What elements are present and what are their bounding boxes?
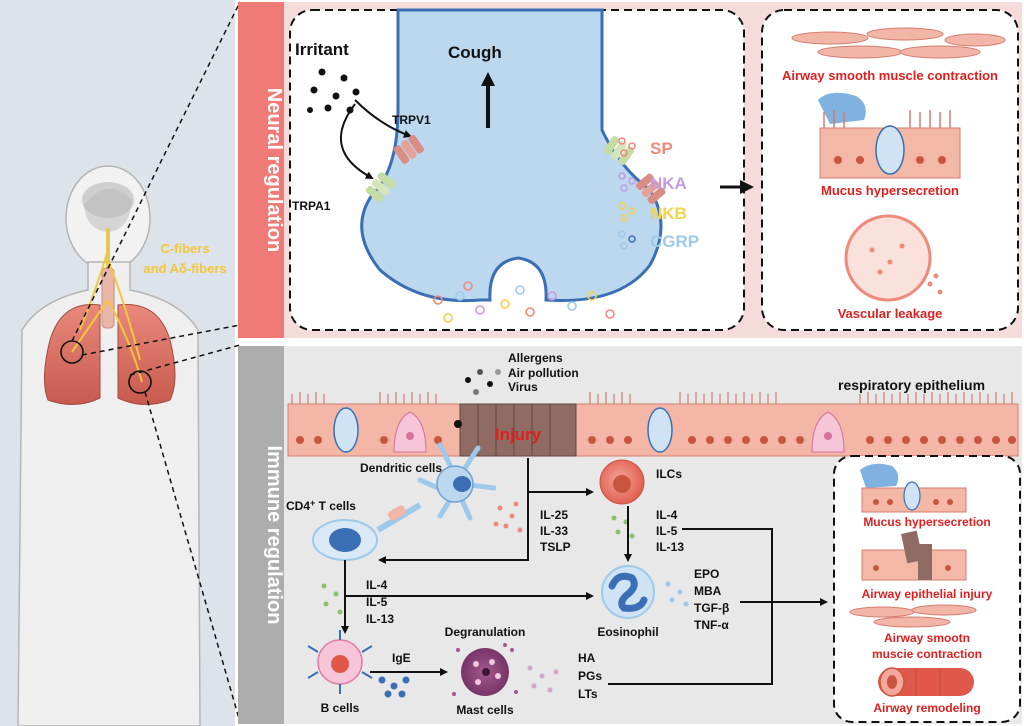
epithelial-injury-illustration (861, 530, 967, 581)
immune-outcome-1: Mucus hypersecretion (863, 515, 990, 529)
neural-side-label: Neural regulation (263, 88, 285, 252)
irritant-label: Irritant (295, 40, 349, 59)
released-neuropeptides (433, 281, 615, 323)
immune-side-label: Immune regulation (263, 446, 285, 625)
legend-item-nka: NKA (618, 172, 687, 193)
neural-panel: Neural regulation Irritant Cough TRPV1 T… (238, 2, 1022, 338)
t-cytokine-1: IL-4 (366, 578, 388, 592)
ilc-cytokine-2: IL-5 (656, 524, 678, 538)
body-panel: C-fibers and Aδ-fibers (0, 0, 235, 726)
neural-outcome-3: Vascular leakage (838, 306, 943, 321)
cd4-label: CD4+ T cells (286, 498, 356, 513)
neural-outcome-1: Airway smooth muscle contraction (782, 68, 998, 83)
t-cytokine-3: IL-13 (366, 612, 394, 626)
goblet-cell-2 (647, 407, 673, 453)
nerve-terminal (360, 8, 663, 303)
t-cytokine-dots (321, 583, 343, 615)
eos-product-1: EPO (694, 567, 719, 581)
neuropeptide-legend: SP NKA NKB CGRP (618, 137, 699, 251)
legend-label-nkb: NKB (650, 204, 687, 223)
fibers-label-1: C-fibers (160, 241, 209, 256)
injury-label: Injury (495, 425, 542, 444)
left-lung (44, 303, 101, 405)
il5-to-outcome-arrow (682, 528, 773, 602)
dendritic-cell (417, 442, 497, 521)
b-cell-label: B cells (321, 701, 360, 715)
trigger-3: Virus (508, 380, 538, 394)
immune-outcome-3a: Airway smootn (884, 631, 970, 645)
eos-product-3: TGF-β (694, 601, 729, 615)
immune-mucus-illustration (860, 463, 967, 513)
eos-product-2: MBA (694, 584, 722, 598)
mediator-2: PGs (578, 669, 602, 683)
immune-smooth-muscle-illustration (849, 604, 977, 628)
mediator-3: LTs (578, 687, 598, 701)
cough-label: Cough (448, 43, 502, 62)
legend-label-sp: SP (650, 139, 673, 158)
alarmin-dots (493, 501, 523, 533)
eosinophil-label: Eosinophil (597, 625, 658, 639)
alarmin-3: TSLP (540, 540, 571, 554)
t-cytokine-2: IL-5 (366, 595, 388, 609)
smooth-muscle-illustration (791, 27, 1006, 59)
epithelium-nuclei (296, 436, 1016, 444)
neural-outcome-2: Mucus hypersecretion (821, 183, 959, 198)
trpv1-channel (393, 134, 425, 164)
mast-cell (452, 643, 518, 696)
mucus-epithelium-illustration (818, 92, 961, 179)
irritant-particles (307, 68, 360, 114)
channel-right-2 (635, 173, 666, 204)
ilc-cytokine-3: IL-13 (656, 540, 684, 554)
legend-item-cgrp: CGRP (618, 230, 699, 251)
trigger-particles (465, 369, 501, 395)
goblet-cell-1 (333, 407, 359, 453)
vessel-illustration (844, 214, 943, 302)
degranulation-label: Degranulation (445, 625, 526, 639)
ige-label: IgE (392, 651, 411, 665)
ige-dots (378, 676, 410, 698)
alarmin-1: IL-25 (540, 508, 568, 522)
eosinophil (601, 565, 655, 619)
mediator-1: HA (578, 651, 596, 665)
ilc-label: ILCs (656, 467, 682, 481)
immune-outcome-4: Airway remodeling (873, 701, 980, 715)
receptor-1-label: TRPV1 (392, 113, 431, 127)
ilc-cytokine-1: IL-4 (656, 508, 678, 522)
zoom-lines (71, 1, 241, 723)
trigger-2: Air pollution (508, 366, 579, 380)
legend-label-cgrp: CGRP (650, 232, 699, 251)
trpa1-channel (365, 172, 396, 203)
mediator-dots (527, 665, 559, 693)
mast-cell-label: Mast cells (456, 703, 514, 717)
trigger-1: Allergens (508, 351, 563, 365)
eos-granule-dots (665, 581, 689, 607)
immune-outcome-2: Airway epithelial injury (862, 587, 993, 601)
airway-remodeling-illustration (878, 667, 974, 697)
cd4-t-cell (312, 502, 422, 561)
ilc-cytokine-dots (611, 515, 635, 539)
receptor-2-label: TRPA1 (292, 199, 331, 213)
eos-product-4: TNF-α (694, 618, 729, 632)
b-cell (307, 630, 373, 694)
epithelium-label: respiratory epithelium (838, 377, 985, 393)
legend-item-nkb: NKB (618, 202, 687, 223)
immune-panel: Immune regulation Allergens Air pollutio… (238, 346, 1022, 724)
immune-outcomes-box (833, 455, 1021, 723)
mast-to-outcome-arrow (608, 600, 773, 685)
legend-item-sp: SP (618, 137, 673, 158)
zoom-circle-right (128, 370, 152, 394)
epithelium-cilia (291, 392, 1013, 404)
alarmin-2: IL-33 (540, 524, 568, 538)
immune-outcome-3b: muscie contraction (872, 647, 982, 661)
legend-label-nka: NKA (650, 174, 687, 193)
dendritic-label: Dendritic cells (360, 461, 442, 475)
fibers-label-2: and Aδ-fibers (143, 261, 226, 276)
